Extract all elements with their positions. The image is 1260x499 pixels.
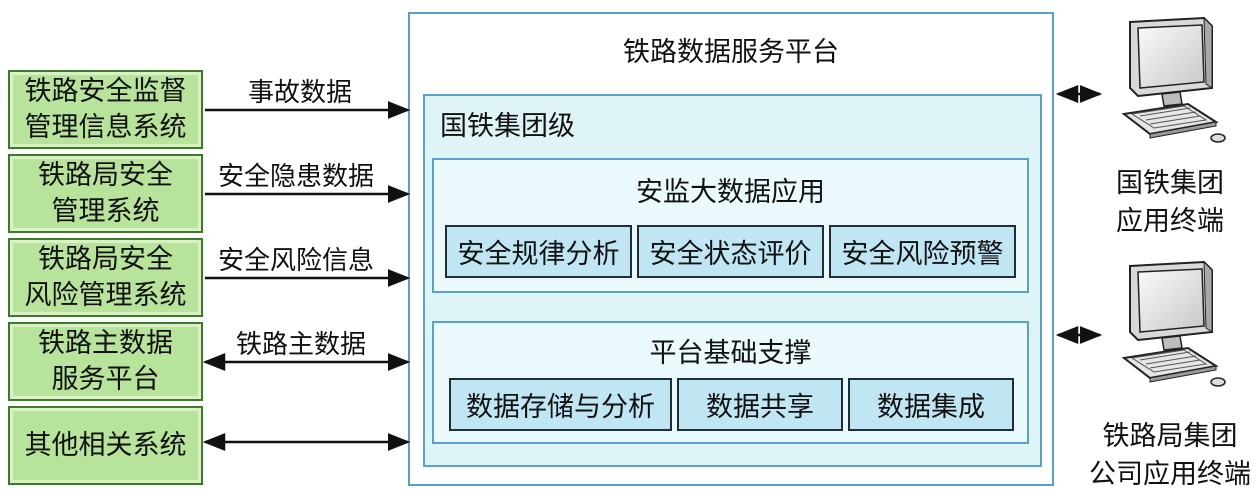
- source-label-line1: 铁路主数据: [38, 327, 173, 359]
- source-box-bureau-risk-mgmt: 铁路局安全风险管理系统: [8, 238, 203, 317]
- computer-icon: [1123, 261, 1226, 387]
- flow-label-accident-data: 事故数据: [248, 78, 353, 108]
- computer-icon: [1123, 17, 1226, 143]
- group-level-label: 国铁集团级: [440, 111, 575, 142]
- source-box-master-data: 铁路主数据服务平台: [8, 322, 203, 401]
- source-label-line2: 管理系统: [51, 195, 160, 227]
- terminal-label-line2: 应用终端: [1116, 206, 1224, 237]
- func-box-safety-state-evaluation: 安全状态评价: [637, 225, 824, 278]
- flow-label-hazard-data: 安全隐患数据: [218, 162, 375, 192]
- func-box-data-storage-analysis: 数据存储与分析: [449, 378, 672, 431]
- source-label-line2: 服务平台: [51, 363, 160, 395]
- terminal-label-line1: 国铁集团: [1116, 168, 1224, 199]
- source-label-line2: 管理信息系统: [24, 111, 187, 143]
- func-label: 数据共享: [706, 392, 814, 423]
- terminal-label-line1: 铁路局集团: [1102, 421, 1238, 452]
- source-box-other-systems: 其他相关系统: [8, 406, 203, 485]
- source-label-line2: 风险管理系统: [24, 279, 187, 311]
- func-box-safety-risk-warning: 安全风险预警: [829, 225, 1016, 278]
- source-label-line1: 铁路安全监督: [24, 75, 187, 107]
- func-label: 数据集成: [877, 392, 985, 423]
- func-label: 安全规律分析: [457, 239, 620, 270]
- terminal-label-line2: 公司应用终端: [1089, 459, 1251, 490]
- source-label-line1: 其他相关系统: [24, 429, 187, 461]
- terminal-label-group: 国铁集团应用终端: [1100, 165, 1240, 241]
- platform-title: 铁路数据服务平台: [623, 37, 839, 68]
- func-box-data-integration: 数据集成: [848, 378, 1014, 431]
- flow-label-risk-info: 安全风险信息: [218, 246, 375, 276]
- func-label: 数据存储与分析: [466, 392, 655, 423]
- func-label: 安全风险预警: [841, 239, 1004, 270]
- source-label-line1: 铁路局安全: [38, 159, 173, 191]
- func-box-data-sharing: 数据共享: [677, 378, 843, 431]
- func-label: 安全状态评价: [649, 239, 812, 270]
- terminal-label-bureau: 铁路局集团公司应用终端: [1080, 418, 1260, 494]
- source-box-safety-supervision: 铁路安全监督管理信息系统: [8, 70, 203, 149]
- func-box-safety-pattern-analysis: 安全规律分析: [445, 225, 632, 278]
- source-label-line1: 铁路局安全: [38, 243, 173, 275]
- base-section-title: 平台基础支撑: [649, 338, 812, 369]
- source-box-bureau-safety-mgmt: 铁路局安全管理系统: [8, 154, 203, 233]
- app-section-title: 安监大数据应用: [636, 177, 825, 208]
